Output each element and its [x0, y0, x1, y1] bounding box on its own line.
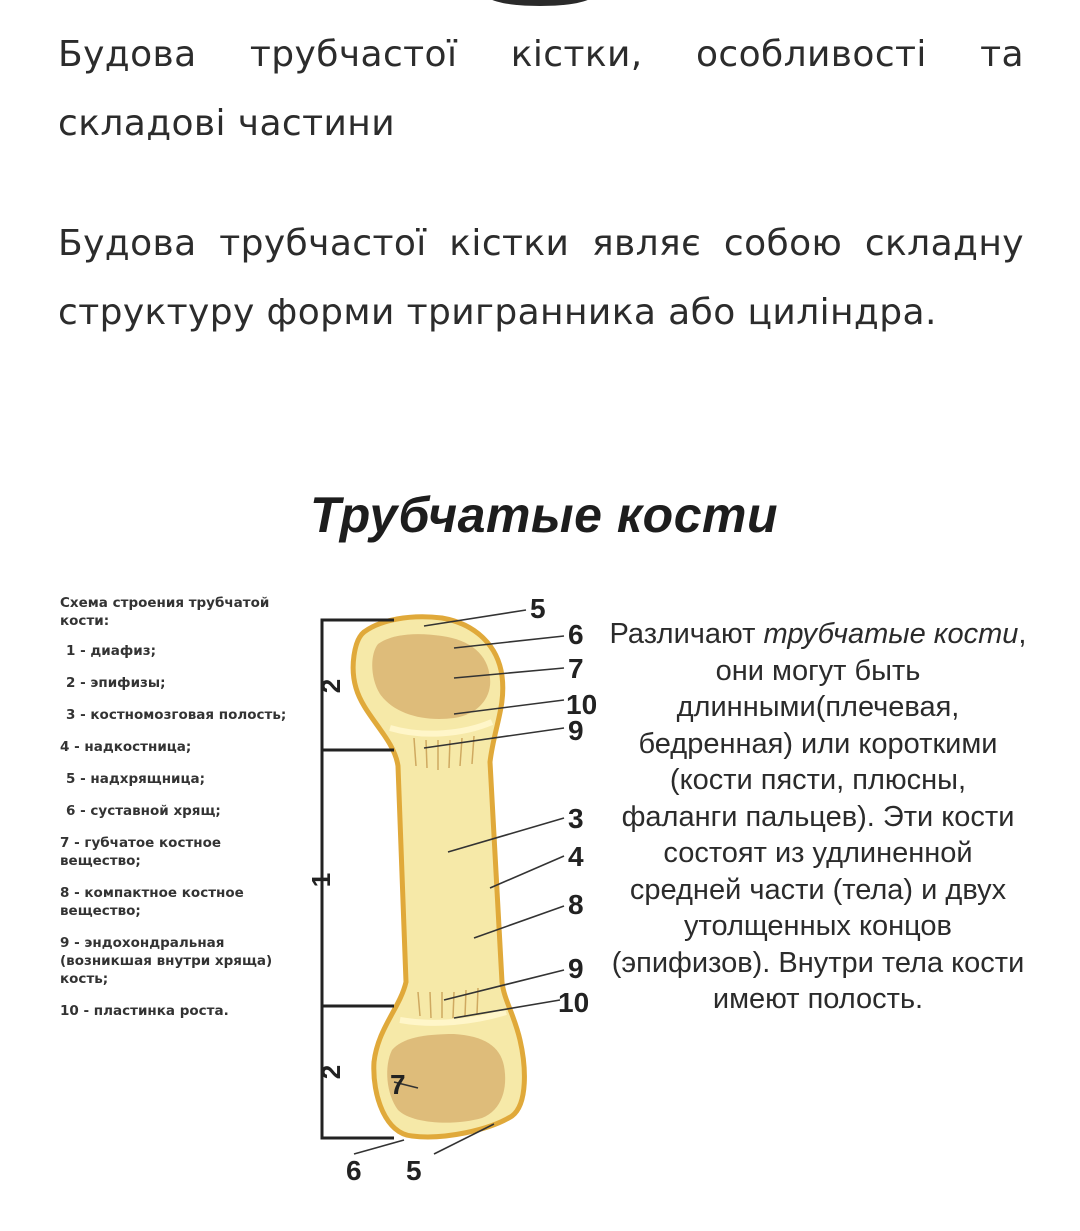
label-6-bottom: 6 [346, 1155, 362, 1186]
bone-structure-figure: Трубчатые кости Схема строения трубчатой… [44, 470, 1044, 1190]
label-3: 3 [568, 803, 584, 834]
bone-diagram: 5 6 7 10 9 3 4 8 9 10 7 6 5 2 1 2 [306, 593, 597, 1186]
bracket-label-1: 1 [306, 873, 336, 887]
legend-item: 4 - надкостница; [60, 739, 192, 755]
bone-outline [350, 614, 527, 1140]
legend-title: Схема строения трубчатой кости: [60, 595, 270, 629]
article-heading: Будова трубчастої кістки, особливості та… [58, 34, 1024, 144]
legend-item: 3 - костномозговая полость; [66, 707, 287, 723]
legend-item: 10 - пластинка роста. [60, 1003, 229, 1019]
label-10-bottom: 10 [558, 987, 589, 1018]
description-rest: , они могут быть длинными(плечевая, бедр… [611, 618, 1027, 1015]
article-intro-paragraph: Будова трубчастої кістки являє собою скл… [58, 223, 1024, 333]
top-image-edge [488, 0, 592, 6]
legend-item: 6 - суставной хрящ; [66, 803, 221, 819]
legend-item: 9 - эндохондральная (возникшая внутри хр… [60, 935, 273, 987]
legend-item: 7 - губчатое костное вещество; [60, 835, 222, 869]
label-6-top: 6 [568, 619, 584, 650]
description-emphasis: трубчатые кости [763, 618, 1019, 650]
label-7-top: 7 [568, 653, 584, 684]
upper-epiphysis [372, 634, 491, 719]
bracket-label-2-top: 2 [316, 679, 346, 693]
figure-title: Трубчатые кости [309, 487, 779, 543]
label-9-top: 9 [568, 715, 584, 746]
legend-item: 8 - компактное костное вещество; [60, 885, 244, 919]
description-start: Различают [609, 618, 764, 650]
label-9-bottom: 9 [568, 953, 584, 984]
label-10-top: 10 [566, 689, 597, 720]
figure-legend: Схема строения трубчатой кости: 1 - диаф… [60, 594, 290, 1034]
figure-description: Различают трубчатые кости, они могут быт… [608, 616, 1028, 1018]
label-5-top: 5 [530, 593, 546, 624]
legend-item: 2 - эпифизы; [66, 675, 166, 691]
label-5-bottom: 5 [406, 1155, 422, 1186]
lower-epiphysis [387, 1034, 506, 1123]
label-8: 8 [568, 889, 584, 920]
label-4: 4 [568, 841, 584, 872]
legend-item: 5 - надхрящница; [66, 771, 206, 787]
bracket-label-2-bottom: 2 [316, 1065, 346, 1079]
legend-item: 1 - диафиз; [66, 643, 156, 659]
label-7-bottom: 7 [390, 1069, 406, 1100]
